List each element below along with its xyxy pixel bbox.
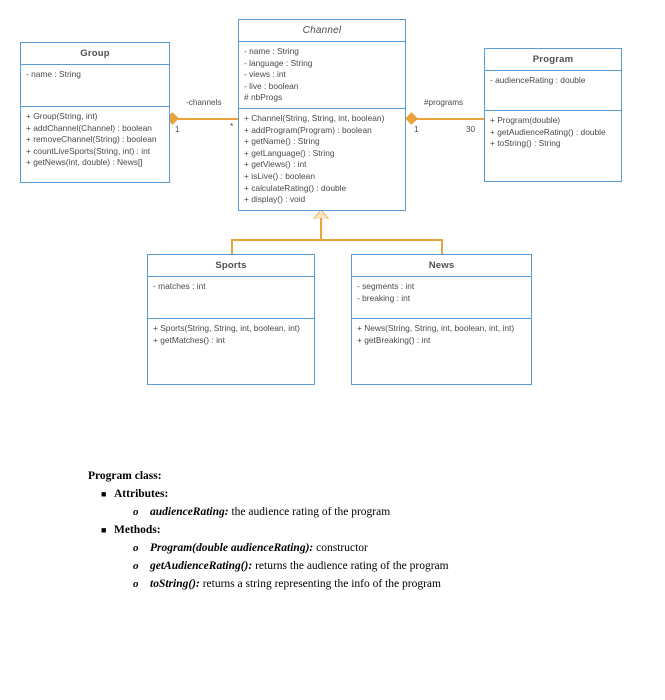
class-attributes-sports: - matches : int (148, 277, 314, 319)
class-operations-group: + Group(String, int) + addChannel(Channe… (21, 107, 169, 173)
operation-line: + getBreaking() : int (357, 334, 431, 345)
notes-item: o getAudienceRating(): returns the audie… (133, 557, 608, 575)
attribute-line: - breaking : int (357, 292, 411, 303)
circle-bullet-icon: o (133, 560, 139, 572)
operation-line: + calculateRating() : double (244, 182, 347, 193)
operation-line: + addChannel(Channel) : boolean (26, 122, 152, 133)
attribute-line: - audienceRating : double (490, 75, 586, 85)
notes-item-desc: returns a string representing the info o… (202, 578, 441, 590)
notes-item-term: audienceRating: (150, 506, 229, 518)
circle-bullet-icon: o (133, 506, 139, 518)
circle-bullet-icon: o (133, 542, 139, 554)
notes-item-desc: constructor (316, 542, 368, 554)
class-title-group: Group (21, 43, 169, 65)
square-bullet-icon: ■ (101, 489, 107, 499)
operation-line: + getNews(int, double) : News[] (26, 157, 143, 168)
multiplicity-channel-program-target: 30 (466, 125, 476, 134)
operation-line: + Program(double) (490, 115, 561, 125)
inheritance-stem (320, 218, 322, 240)
operation-line: + isLive() : boolean (244, 170, 315, 181)
operation-line: + countLiveSports(String, int) : int (26, 145, 151, 156)
inheritance-triangle (314, 210, 328, 219)
class-box-channel[interactable]: Channel - name : String - language : Str… (238, 19, 406, 211)
notes-item-desc: returns the audience rating of the progr… (255, 560, 449, 572)
inheritance-crossbar (231, 239, 442, 241)
notes-section-label: Attributes: (114, 488, 169, 500)
class-attributes-program: - audienceRating : double (485, 71, 621, 111)
class-operations-channel: + Channel(String, String, int, boolean) … (239, 109, 405, 210)
operation-line: + getMatches() : int (153, 334, 225, 345)
square-bullet-icon: ■ (101, 525, 107, 535)
operation-line: + removeChannel(String) : boolean (26, 134, 157, 145)
circle-bullet-icon: o (133, 578, 139, 590)
multiplicity-channel-side: * (230, 122, 234, 131)
association-label-programs: #programs (424, 98, 464, 107)
notes-section-title-attributes: ■ Attributes: (101, 485, 608, 503)
attribute-line: - name : String (244, 46, 299, 56)
notes-item: o audienceRating: the audience rating of… (133, 503, 608, 521)
notes-section-title-methods: ■ Methods: (101, 521, 608, 539)
notes-item-desc: the audience rating of the program (231, 506, 391, 518)
association-line-channel-program (412, 118, 484, 120)
class-box-program[interactable]: Program - audienceRating : double + Prog… (484, 48, 622, 182)
attribute-line: - language : String (244, 57, 313, 68)
notes-item-term: toString(): (150, 578, 200, 590)
operation-line: + addProgram(Program) : boolean (244, 124, 372, 135)
operation-line: + Group(String, int) (26, 111, 98, 121)
operation-line: + display() : void (244, 194, 306, 205)
operation-line: + News(String, String, int, boolean, int… (357, 323, 515, 333)
operation-line: + Channel(String, String, int, boolean) (244, 112, 385, 123)
aggregation-diamond-channel (405, 112, 418, 125)
notes-heading: Program class: (88, 470, 162, 482)
attribute-line: - name : String (26, 69, 81, 79)
notes-item-term: Program(double audienceRating): (150, 542, 314, 554)
class-operations-news: + News(String, String, int, boolean, int… (352, 319, 531, 350)
association-line-group-channel (172, 118, 238, 120)
class-attributes-news: - segments : int - breaking : int (352, 277, 531, 319)
class-title-channel: Channel (239, 20, 405, 42)
class-box-sports[interactable]: Sports - matches : int + Sports(String, … (147, 254, 315, 385)
class-box-news[interactable]: News - segments : int - breaking : int +… (351, 254, 532, 385)
class-box-group[interactable]: Group - name : String + Group(String, in… (20, 42, 170, 183)
operation-line: + Sports(String, String, int, boolean, i… (153, 323, 300, 333)
multiplicity-channel-program-source: 1 (414, 125, 419, 134)
attribute-line: - matches : int (153, 281, 206, 291)
class-attributes-group: - name : String (21, 65, 169, 107)
class-operations-program: + Program(double) + getAudienceRating() … (485, 111, 621, 154)
class-title-sports: Sports (148, 255, 314, 277)
inheritance-branch-news (441, 239, 443, 254)
notes-item: o Program(double audienceRating): constr… (133, 539, 608, 557)
attribute-line: - segments : int (357, 281, 415, 291)
multiplicity-group-side: 1 (175, 125, 180, 134)
notes-section-label: Methods: (114, 524, 161, 536)
attribute-line: - live : boolean (244, 80, 299, 91)
notes-item: o toString(): returns a string represent… (133, 575, 608, 593)
inheritance-branch-sports (231, 239, 233, 254)
operation-line: + getViews() : int (244, 159, 307, 170)
class-attributes-channel: - name : String - language : String - vi… (239, 42, 405, 109)
association-label-channels: -channels (186, 98, 222, 107)
notes-block: Program class: ■ Attributes: o audienceR… (88, 468, 608, 593)
operation-line: + getAudienceRating() : double (490, 126, 606, 137)
class-title-news: News (352, 255, 531, 277)
operation-line: + getLanguage() : String (244, 147, 335, 158)
attribute-line: - views : int (244, 69, 286, 80)
operation-line: + toString() : String (490, 138, 561, 149)
notes-item-term: getAudienceRating(): (150, 560, 253, 572)
class-title-program: Program (485, 49, 621, 71)
attribute-line: # nbProgs (244, 92, 283, 103)
operation-line: + getName() : String (244, 136, 320, 147)
class-operations-sports: + Sports(String, String, int, boolean, i… (148, 319, 314, 350)
